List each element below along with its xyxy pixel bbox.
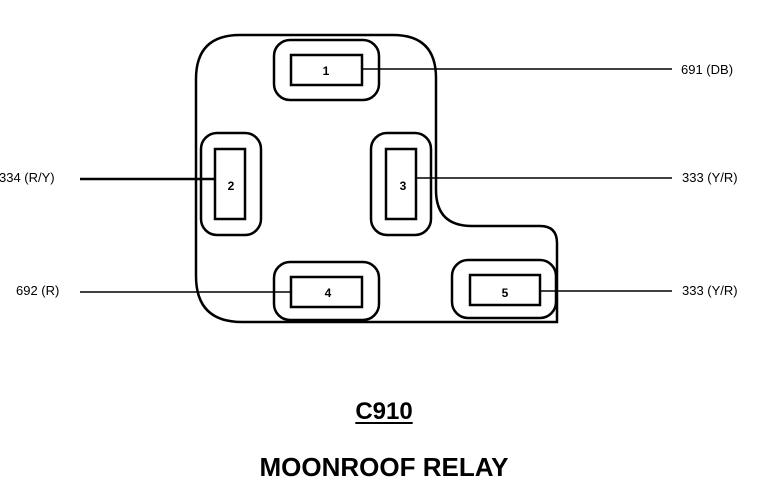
pin-2: 2 xyxy=(199,131,263,237)
wire-label-pin-3: 333 (Y/R) xyxy=(682,170,738,185)
wire-label-pin-2: 334 (R/Y) xyxy=(0,170,55,185)
pin-2-terminal xyxy=(213,147,247,221)
pin-3: 3 xyxy=(369,131,433,237)
pin-2-cavity xyxy=(199,131,263,237)
pin-3-cavity xyxy=(369,131,433,237)
pin-1-number: 1 xyxy=(323,64,330,78)
component-title: MOONROOF RELAY xyxy=(259,452,509,482)
pin-4: 4 xyxy=(272,260,381,322)
pin-2-number: 2 xyxy=(228,179,235,193)
pin-5-terminal xyxy=(468,273,542,307)
wire-label-pin-4: 692 (R) xyxy=(16,283,59,298)
pin-3-number: 3 xyxy=(400,179,407,193)
wire-label-pin-5: 333 (Y/R) xyxy=(682,283,738,298)
pin-1: 1 xyxy=(272,38,381,102)
connector-id: C910 xyxy=(355,398,413,425)
pin-1-cavity xyxy=(272,38,381,102)
pin-3-terminal xyxy=(384,147,418,221)
pin-5-cavity xyxy=(450,258,558,320)
pin-4-cavity xyxy=(272,260,381,322)
connector-housing xyxy=(194,33,559,324)
wire-label-pin-1: 691 (DB) xyxy=(681,62,733,77)
pin-5: 5 xyxy=(450,258,558,320)
pin-4-number: 4 xyxy=(325,286,332,300)
pin-5-number: 5 xyxy=(502,286,509,300)
pin-1-terminal xyxy=(289,53,364,87)
